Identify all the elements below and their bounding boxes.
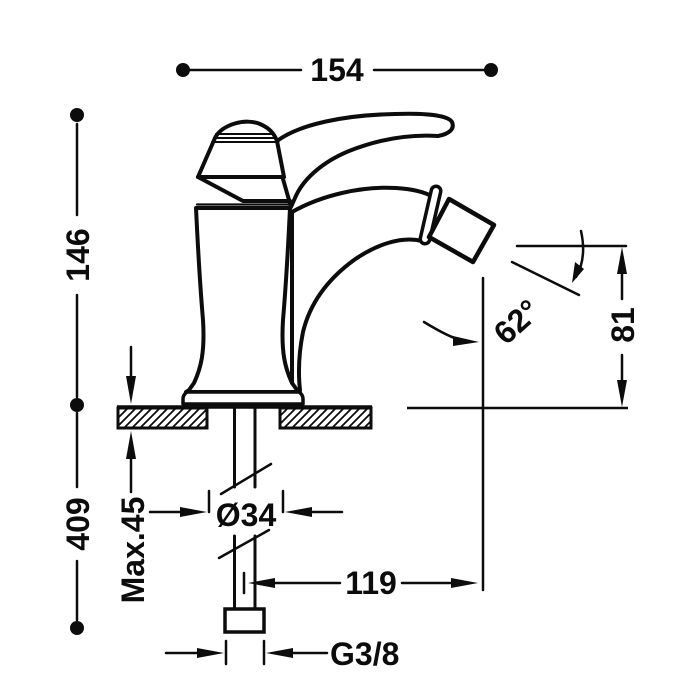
dim-outlet-height-label: 81: [605, 307, 641, 343]
dim-shank-diameter-label: Ø34: [216, 497, 277, 533]
flow-direction-arrow: [422, 320, 479, 346]
dimension-overall-depth: 154: [176, 52, 498, 88]
dimension-height-above-deck: 146: [60, 108, 96, 412]
dimension-spout-reach: 119: [242, 565, 478, 601]
aerator-tip: [426, 196, 497, 265]
spout-axis-reference-line: [510, 260, 581, 297]
handle-dome: [196, 119, 286, 179]
dim-inlet-thread-label: G3/8: [330, 636, 399, 672]
inlet-nut: [223, 607, 266, 634]
dimension-shank-diameter: Ø34: [148, 489, 344, 533]
aerator: [418, 184, 497, 265]
dim-overall-depth-label: 154: [310, 52, 364, 88]
break-mark-upper: [219, 462, 273, 496]
dim-spout-angle-label: 62°: [487, 292, 547, 351]
handle-dome-lines: [211, 133, 279, 143]
break-mark-lower: [217, 528, 271, 560]
dimension-max-deck-thickness: Max.45: [115, 345, 151, 604]
dim-spout-reach-label: 119: [345, 565, 397, 601]
countertop: [116, 405, 628, 430]
dimension-outlet-height: 81: [605, 247, 641, 407]
spout: [290, 185, 435, 392]
body: [184, 206, 302, 394]
base-skirt: [181, 390, 305, 406]
dimension-height-below-deck: 409: [60, 411, 96, 635]
dim-max-deck-thickness-label: Max.45: [115, 497, 151, 604]
lever-handle: [275, 111, 455, 209]
dim-height-below-deck-label: 409: [60, 497, 96, 550]
cartridge-cap: [195, 175, 292, 206]
dimension-inlet-thread: G3/8: [164, 636, 399, 672]
faucet-outline: [181, 111, 497, 406]
supply-shank: [217, 405, 273, 634]
dim-height-above-deck-label: 146: [60, 228, 96, 281]
